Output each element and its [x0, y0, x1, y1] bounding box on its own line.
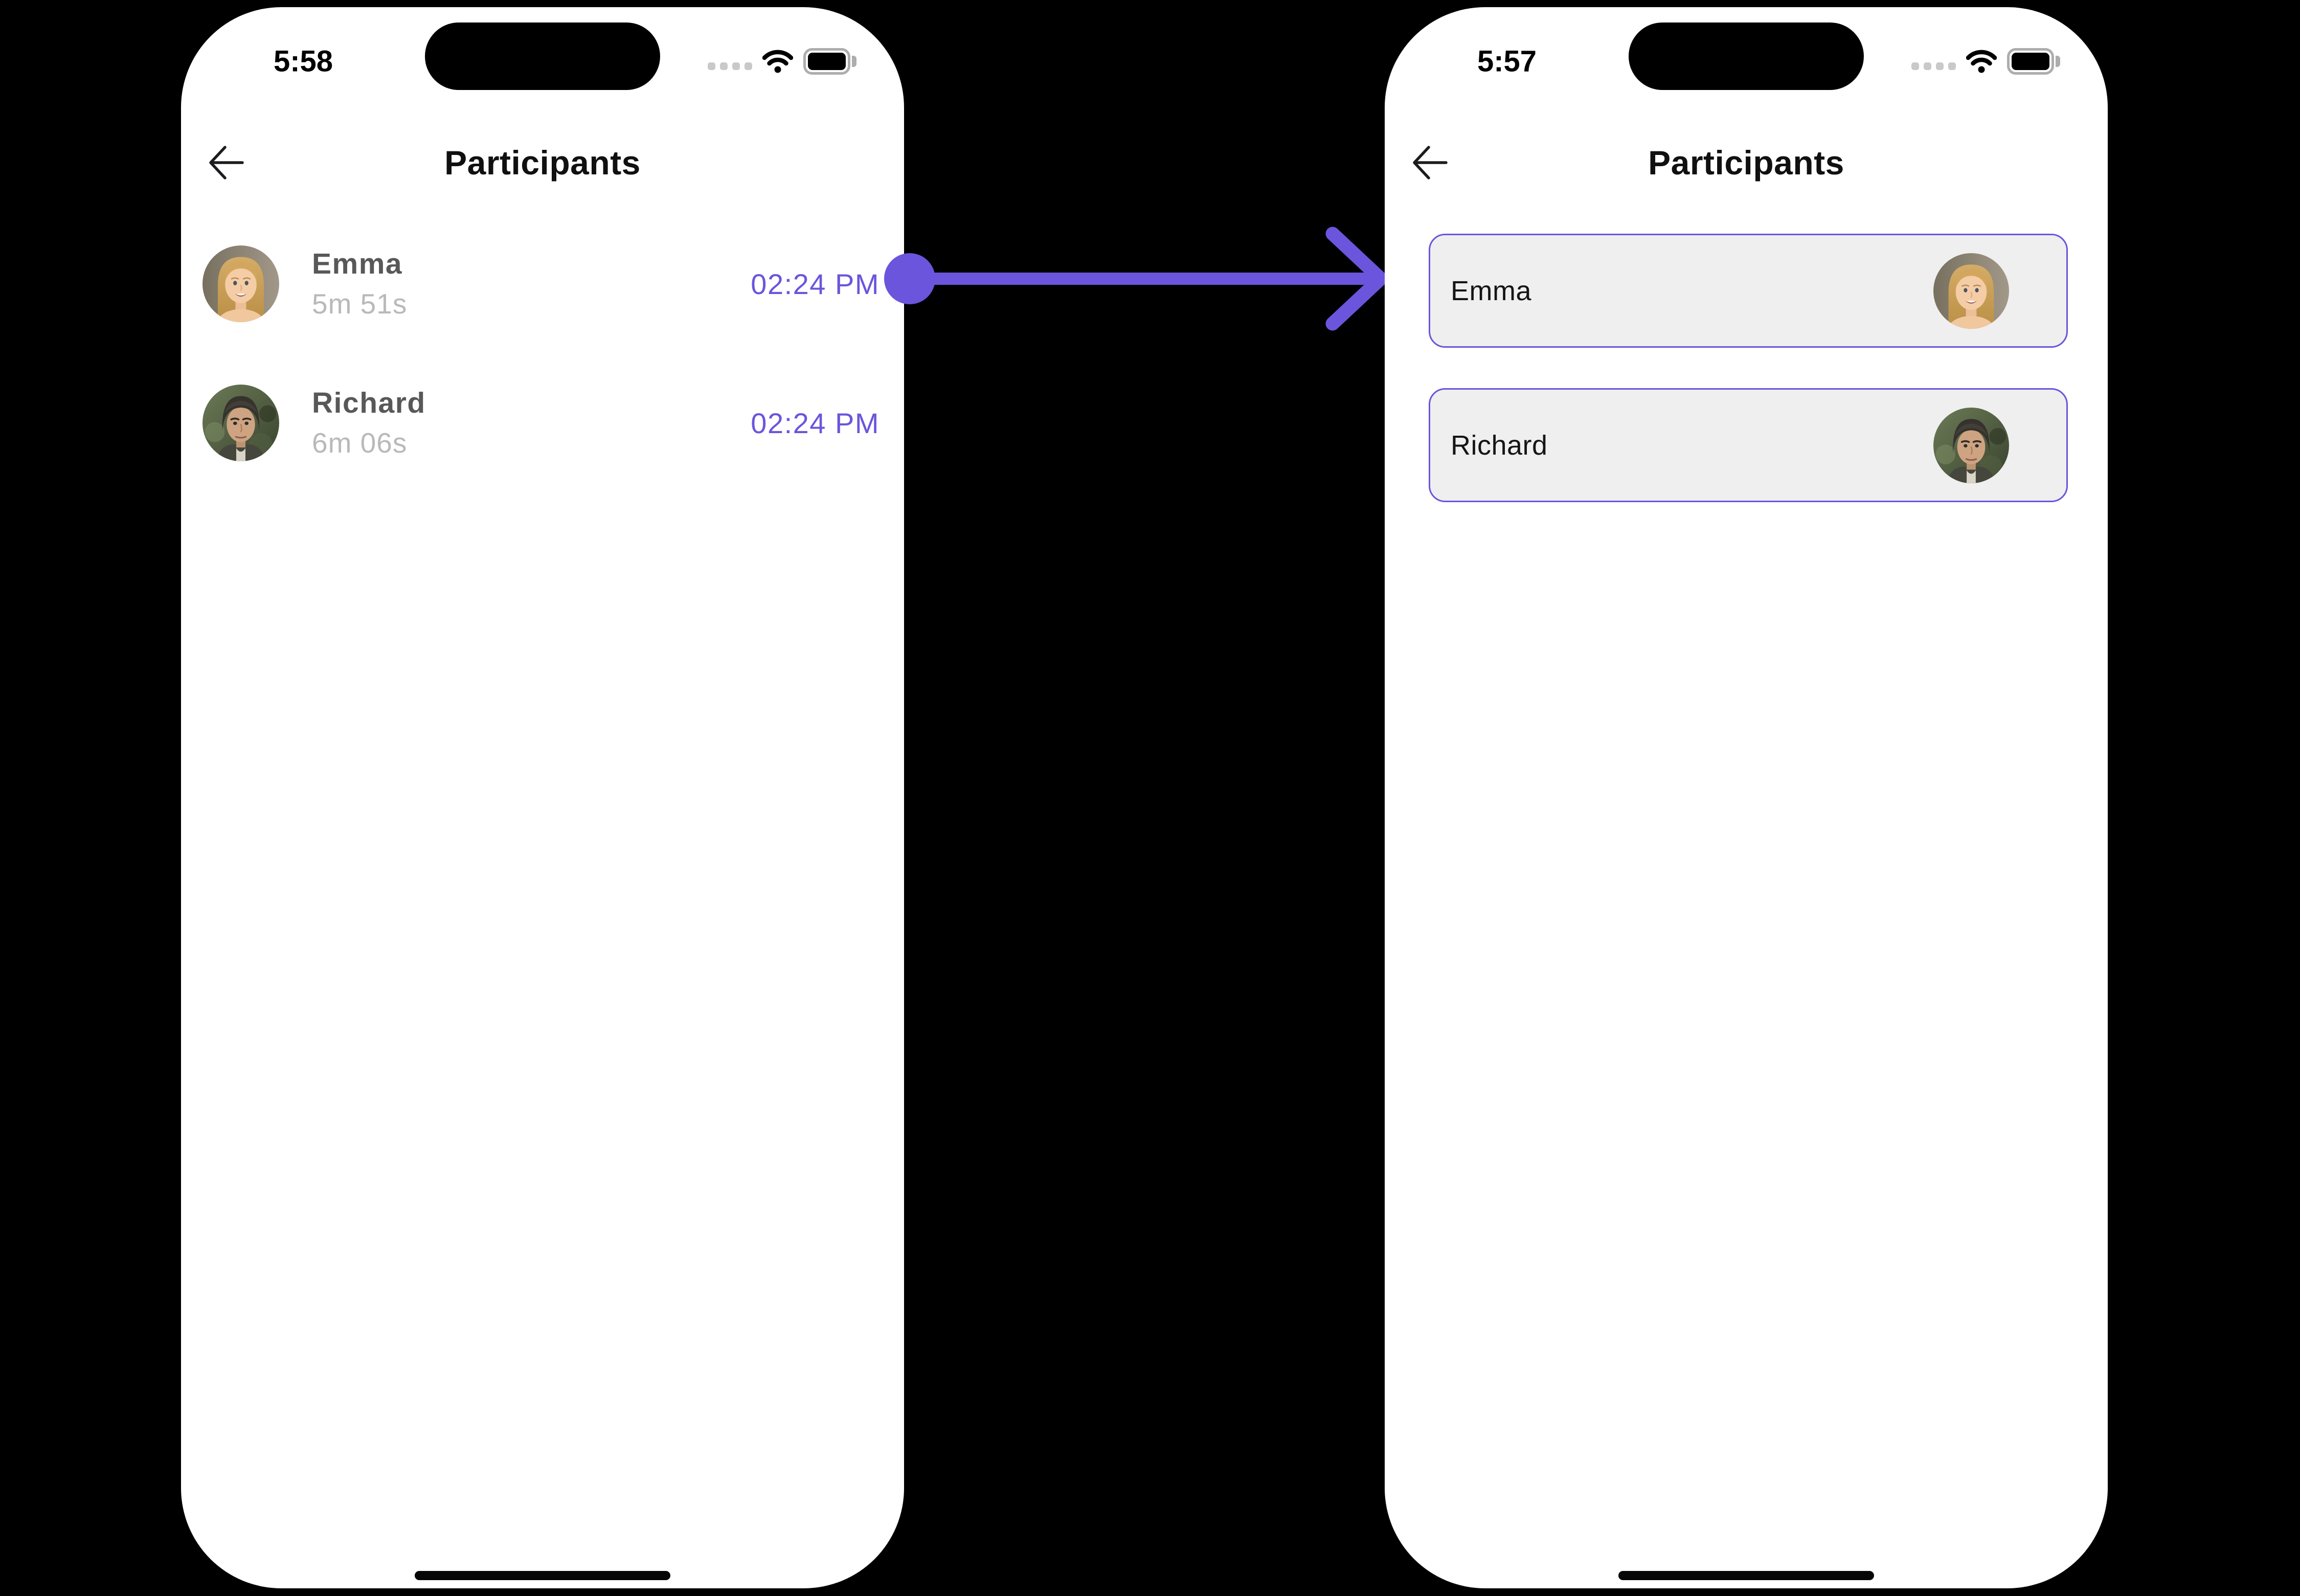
page-title: Participants — [444, 144, 641, 182]
emma-avatar — [202, 245, 279, 322]
page-title: Participants — [1648, 144, 1844, 182]
home-indicator — [1618, 1571, 1874, 1580]
battery-icon — [2006, 48, 2060, 75]
richard-avatar — [1933, 408, 2009, 483]
dynamic-island — [1629, 23, 1864, 90]
back-arrow-icon — [209, 146, 244, 179]
status-bar: 5:58 — [181, 34, 904, 89]
richard-avatar — [202, 385, 279, 461]
status-time: 5:57 — [1477, 44, 1537, 78]
wifi-icon — [1966, 50, 1997, 73]
cellular-signal-icon — [1911, 62, 1956, 70]
status-time: 5:58 — [273, 44, 333, 78]
transition-arrow — [884, 227, 1388, 331]
participant-card-emma[interactable]: Emma — [1429, 234, 2068, 348]
right-phone-frame: 5:57 P — [1385, 7, 2108, 1588]
cellular-signal-icon — [707, 62, 752, 70]
left-phone-frame: 5:58 P — [181, 7, 904, 1588]
participant-duration: 6m 06s — [312, 426, 408, 459]
wifi-icon — [762, 50, 793, 73]
participant-row-emma: Emma 5m 51s 02:24 PM — [202, 238, 880, 329]
back-button[interactable] — [1410, 143, 1450, 182]
participant-join-time: 02:24 PM — [751, 267, 880, 300]
participant-name: Richard — [312, 387, 426, 420]
participant-row-richard: Richard 6m 06s 02:24 PM — [202, 377, 880, 468]
nav-header: Participants — [181, 136, 904, 189]
nav-header: Participants — [1385, 136, 2108, 189]
participant-join-time: 02:24 PM — [751, 407, 880, 439]
status-icons — [660, 48, 904, 75]
participant-name: Emma — [1451, 275, 1532, 306]
back-button[interactable] — [207, 143, 246, 182]
participant-name: Richard — [1451, 430, 1548, 461]
emma-avatar — [1933, 253, 2009, 329]
participant-duration: 5m 51s — [312, 287, 408, 320]
dynamic-island — [425, 23, 660, 90]
back-arrow-icon — [1413, 146, 1448, 179]
status-icons — [1863, 48, 2108, 75]
home-indicator — [415, 1571, 670, 1580]
status-bar: 5:57 — [1385, 34, 2108, 89]
battery-icon — [803, 48, 856, 75]
participant-name: Emma — [312, 248, 403, 281]
participant-card-richard[interactable]: Richard — [1429, 388, 2068, 502]
